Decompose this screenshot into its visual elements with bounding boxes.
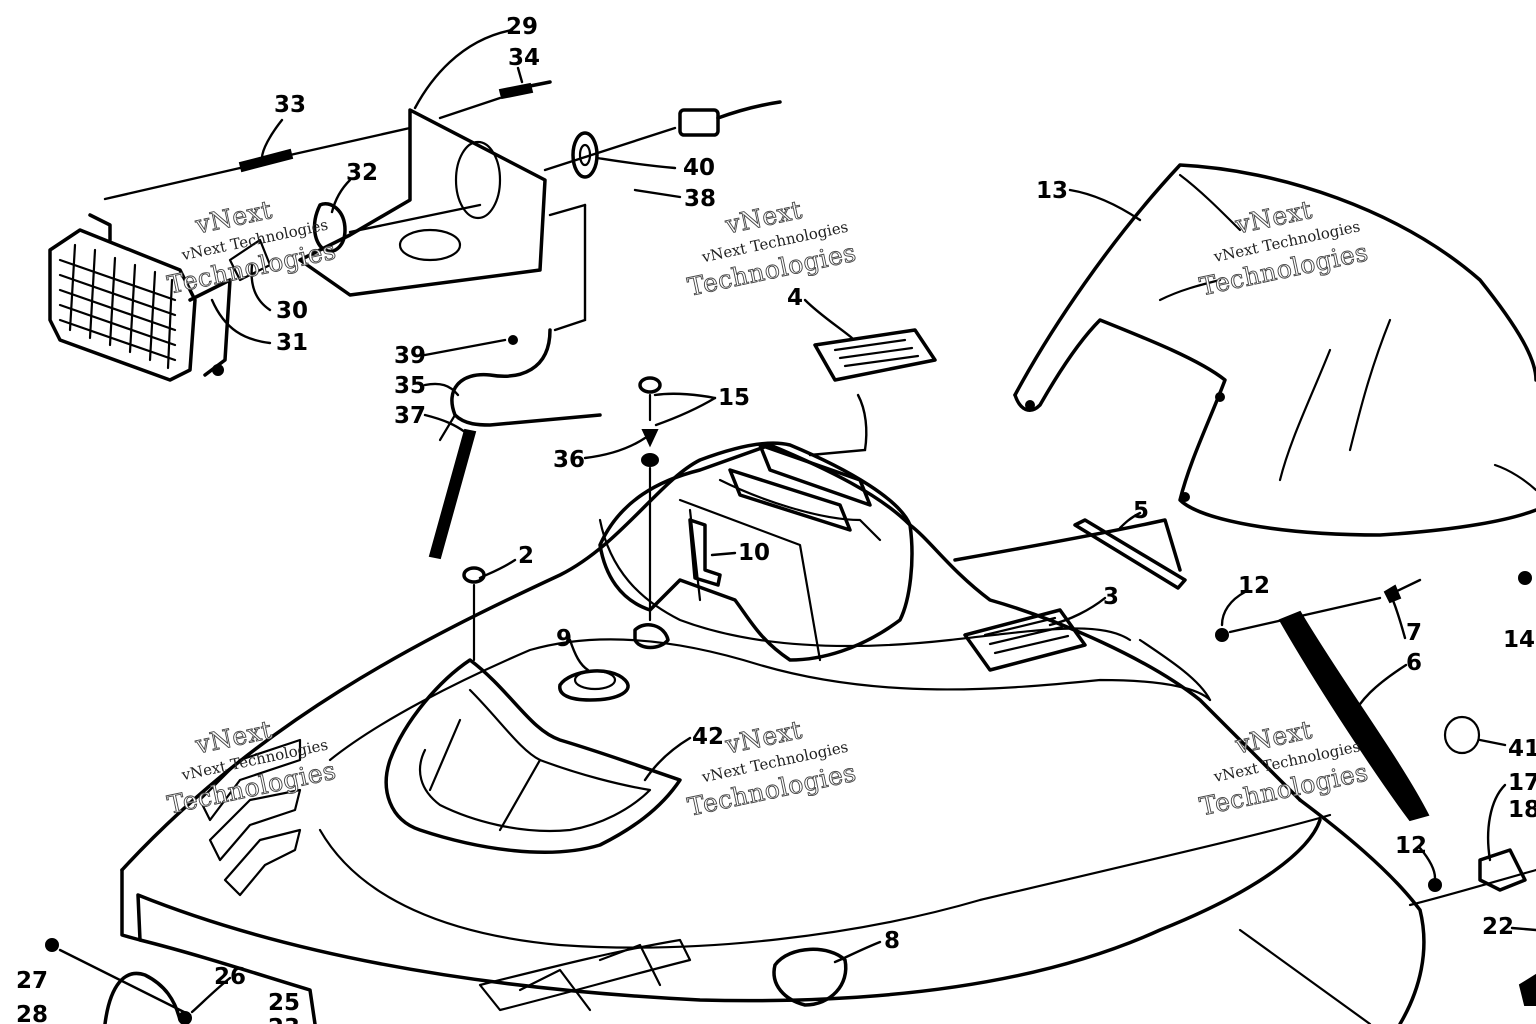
decal-4 <box>813 328 937 382</box>
callout-10: 10 <box>738 540 770 566</box>
callout-29: 29 <box>506 14 538 40</box>
callout-4: 4 <box>787 285 803 311</box>
callout-9: 9 <box>556 626 572 652</box>
callout-41: 41 <box>1508 736 1536 762</box>
rivet-12 <box>1215 628 1229 642</box>
callout-38: 38 <box>684 186 716 212</box>
callout-26: 26 <box>214 964 246 990</box>
callout-39: 39 <box>394 343 426 369</box>
plug-41 <box>1443 715 1481 755</box>
callout-5: 5 <box>1133 498 1149 524</box>
callout-30: 30 <box>276 298 308 324</box>
callout-15: 15 <box>718 385 750 411</box>
fuel-cap-9 <box>558 623 670 702</box>
callout-12b: 12 <box>1395 833 1427 859</box>
stud-37 <box>428 428 477 560</box>
callout-37: 37 <box>394 403 426 429</box>
hood-shell <box>120 441 1536 1024</box>
rivet-12-line <box>1228 596 1382 634</box>
wire-connector <box>678 100 782 137</box>
callout-8: 8 <box>884 928 900 954</box>
screw-34 <box>498 82 534 100</box>
watermark-4: vNext vNext Technologies Technologies <box>164 715 339 821</box>
console-recess <box>598 443 914 662</box>
callout-18: 18 <box>1508 797 1536 823</box>
callout-33: 33 <box>274 92 306 118</box>
callout-22: 22 <box>1482 914 1514 940</box>
emblem-8 <box>772 947 848 1007</box>
wire-harness <box>438 328 602 442</box>
callout-40: 40 <box>683 155 715 181</box>
callout-6: 6 <box>1406 650 1422 676</box>
callout-12: 12 <box>1238 573 1270 599</box>
callout-32: 32 <box>346 160 378 186</box>
screw-33 <box>238 148 294 173</box>
callout-42: 42 <box>692 724 724 750</box>
handle-hardware <box>45 571 1536 1024</box>
fastener-15 <box>638 376 662 622</box>
callout-17: 17 <box>1508 770 1536 796</box>
windshield <box>1013 163 1536 537</box>
hood-vent <box>384 658 682 854</box>
callout-2: 2 <box>518 543 534 569</box>
headlight-bulb <box>228 202 347 282</box>
front-vents <box>478 938 692 1012</box>
side-stripe-6 <box>1278 610 1430 822</box>
side-vents <box>198 738 302 897</box>
leader-lines <box>103 28 1536 1014</box>
callout-labels: 29 34 33 32 40 38 30 31 39 35 37 15 36 4… <box>16 14 1536 1024</box>
callout-35: 35 <box>394 373 426 399</box>
callout-7: 7 <box>1406 620 1422 646</box>
headlight-lens <box>48 213 232 382</box>
decal-3 <box>963 608 1087 672</box>
bracket-10 <box>688 518 722 587</box>
callout-23: 23 <box>268 1015 300 1024</box>
callout-34: 34 <box>508 45 540 71</box>
callout-3: 3 <box>1103 584 1119 610</box>
watermark-3: vNext vNext Technologies Technologies <box>1197 195 1372 302</box>
trim-strip-5 <box>1073 518 1187 590</box>
bracket-17 <box>1478 848 1527 892</box>
screw-7 <box>1383 584 1402 604</box>
watermark-1: vNext vNext Technologies Technologies <box>164 195 339 301</box>
callout-13: 13 <box>1036 178 1068 204</box>
headlight-bracket <box>298 108 547 297</box>
callout-14: 14 <box>1503 627 1535 653</box>
callout-27: 27 <box>16 968 48 994</box>
screw-34-shank <box>528 80 552 88</box>
callout-28: 28 <box>16 1002 48 1024</box>
callout-25: 25 <box>268 990 300 1016</box>
rivet-12b <box>1428 878 1442 892</box>
callout-31: 31 <box>276 330 308 356</box>
callout-36: 36 <box>553 447 585 473</box>
